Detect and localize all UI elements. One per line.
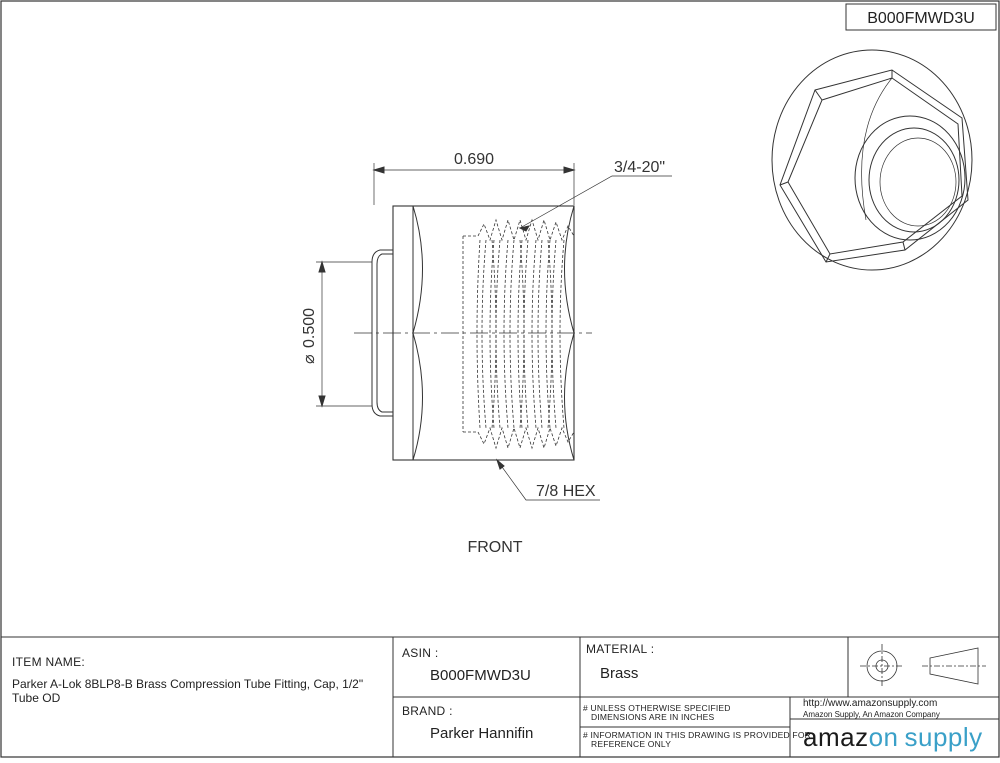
asin-tag: B000FMWD3U [867, 10, 975, 27]
iso-bore-outer [854, 115, 966, 241]
material-value: Brass [600, 665, 639, 682]
thread-dimension-text: 3/4-20" [614, 159, 665, 176]
thread-leader [519, 175, 672, 229]
title-block-grid [1, 636, 999, 757]
note-reference: # INFORMATION IN THIS DRAWING IS PROVIDE… [583, 731, 811, 749]
front-view [316, 163, 672, 501]
note-units-line2: DIMENSIONS ARE IN INCHES [591, 712, 715, 722]
brand-value: Parker Hannifin [430, 725, 534, 742]
hex-arrow [495, 458, 505, 470]
asin-value: B000FMWD3U [430, 667, 531, 684]
hex-leader [496, 459, 600, 501]
note-units-line1: # UNLESS OTHERWISE SPECIFIED [583, 703, 731, 713]
item-name-line2: Tube OD [12, 691, 61, 705]
projection-symbol [860, 644, 986, 688]
hidden-threads [462, 218, 575, 450]
material-label: MATERIAL : [586, 642, 655, 656]
item-name-label: ITEM NAME: [12, 655, 86, 669]
arrow-left [372, 166, 385, 174]
asin-tag-box [845, 3, 997, 31]
logo-part2: on [868, 722, 899, 752]
view-label: FRONT [467, 539, 522, 556]
company-url[interactable]: http://www.amazonsupply.com [803, 698, 938, 709]
diameter-label: ⌀ 0.500 [301, 308, 318, 364]
item-name-value: Parker A-Lok 8BLP8-B Brass Compression T… [12, 677, 363, 705]
note-reference-line1: # INFORMATION IN THIS DRAWING IS PROVIDE… [583, 730, 811, 740]
dia-arrow-bottom [318, 395, 326, 408]
iso-outer-ring [771, 49, 973, 271]
asin-label: ASIN : [402, 646, 439, 660]
logo-part1: amaz [803, 722, 869, 752]
hex-dimension-text: 7/8 HEX [536, 483, 596, 500]
dia-arrow-top [318, 260, 326, 273]
iso-hex-inner [787, 77, 963, 255]
note-reference-line2: REFERENCE ONLY [591, 739, 672, 749]
iso-bore-inner [868, 127, 960, 233]
arrow-right [563, 166, 576, 174]
diameter-dimension-text: 0.500 [301, 308, 318, 348]
length-dimension-text: 0.690 [454, 151, 494, 168]
item-name-line1: Parker A-Lok 8BLP8-B Brass Compression T… [12, 677, 364, 691]
diameter-symbol: ⌀ [301, 354, 318, 364]
iso-hex-outline [779, 69, 969, 263]
note-units: # UNLESS OTHERWISE SPECIFIED DIMENSIONS … [583, 704, 731, 722]
thread-arrow [518, 225, 531, 232]
brand-label: BRAND : [402, 704, 453, 718]
company-name: Amazon Supply, An Amazon Company [803, 710, 940, 719]
iso-view [771, 49, 973, 271]
logo-part3: supply [904, 722, 983, 752]
